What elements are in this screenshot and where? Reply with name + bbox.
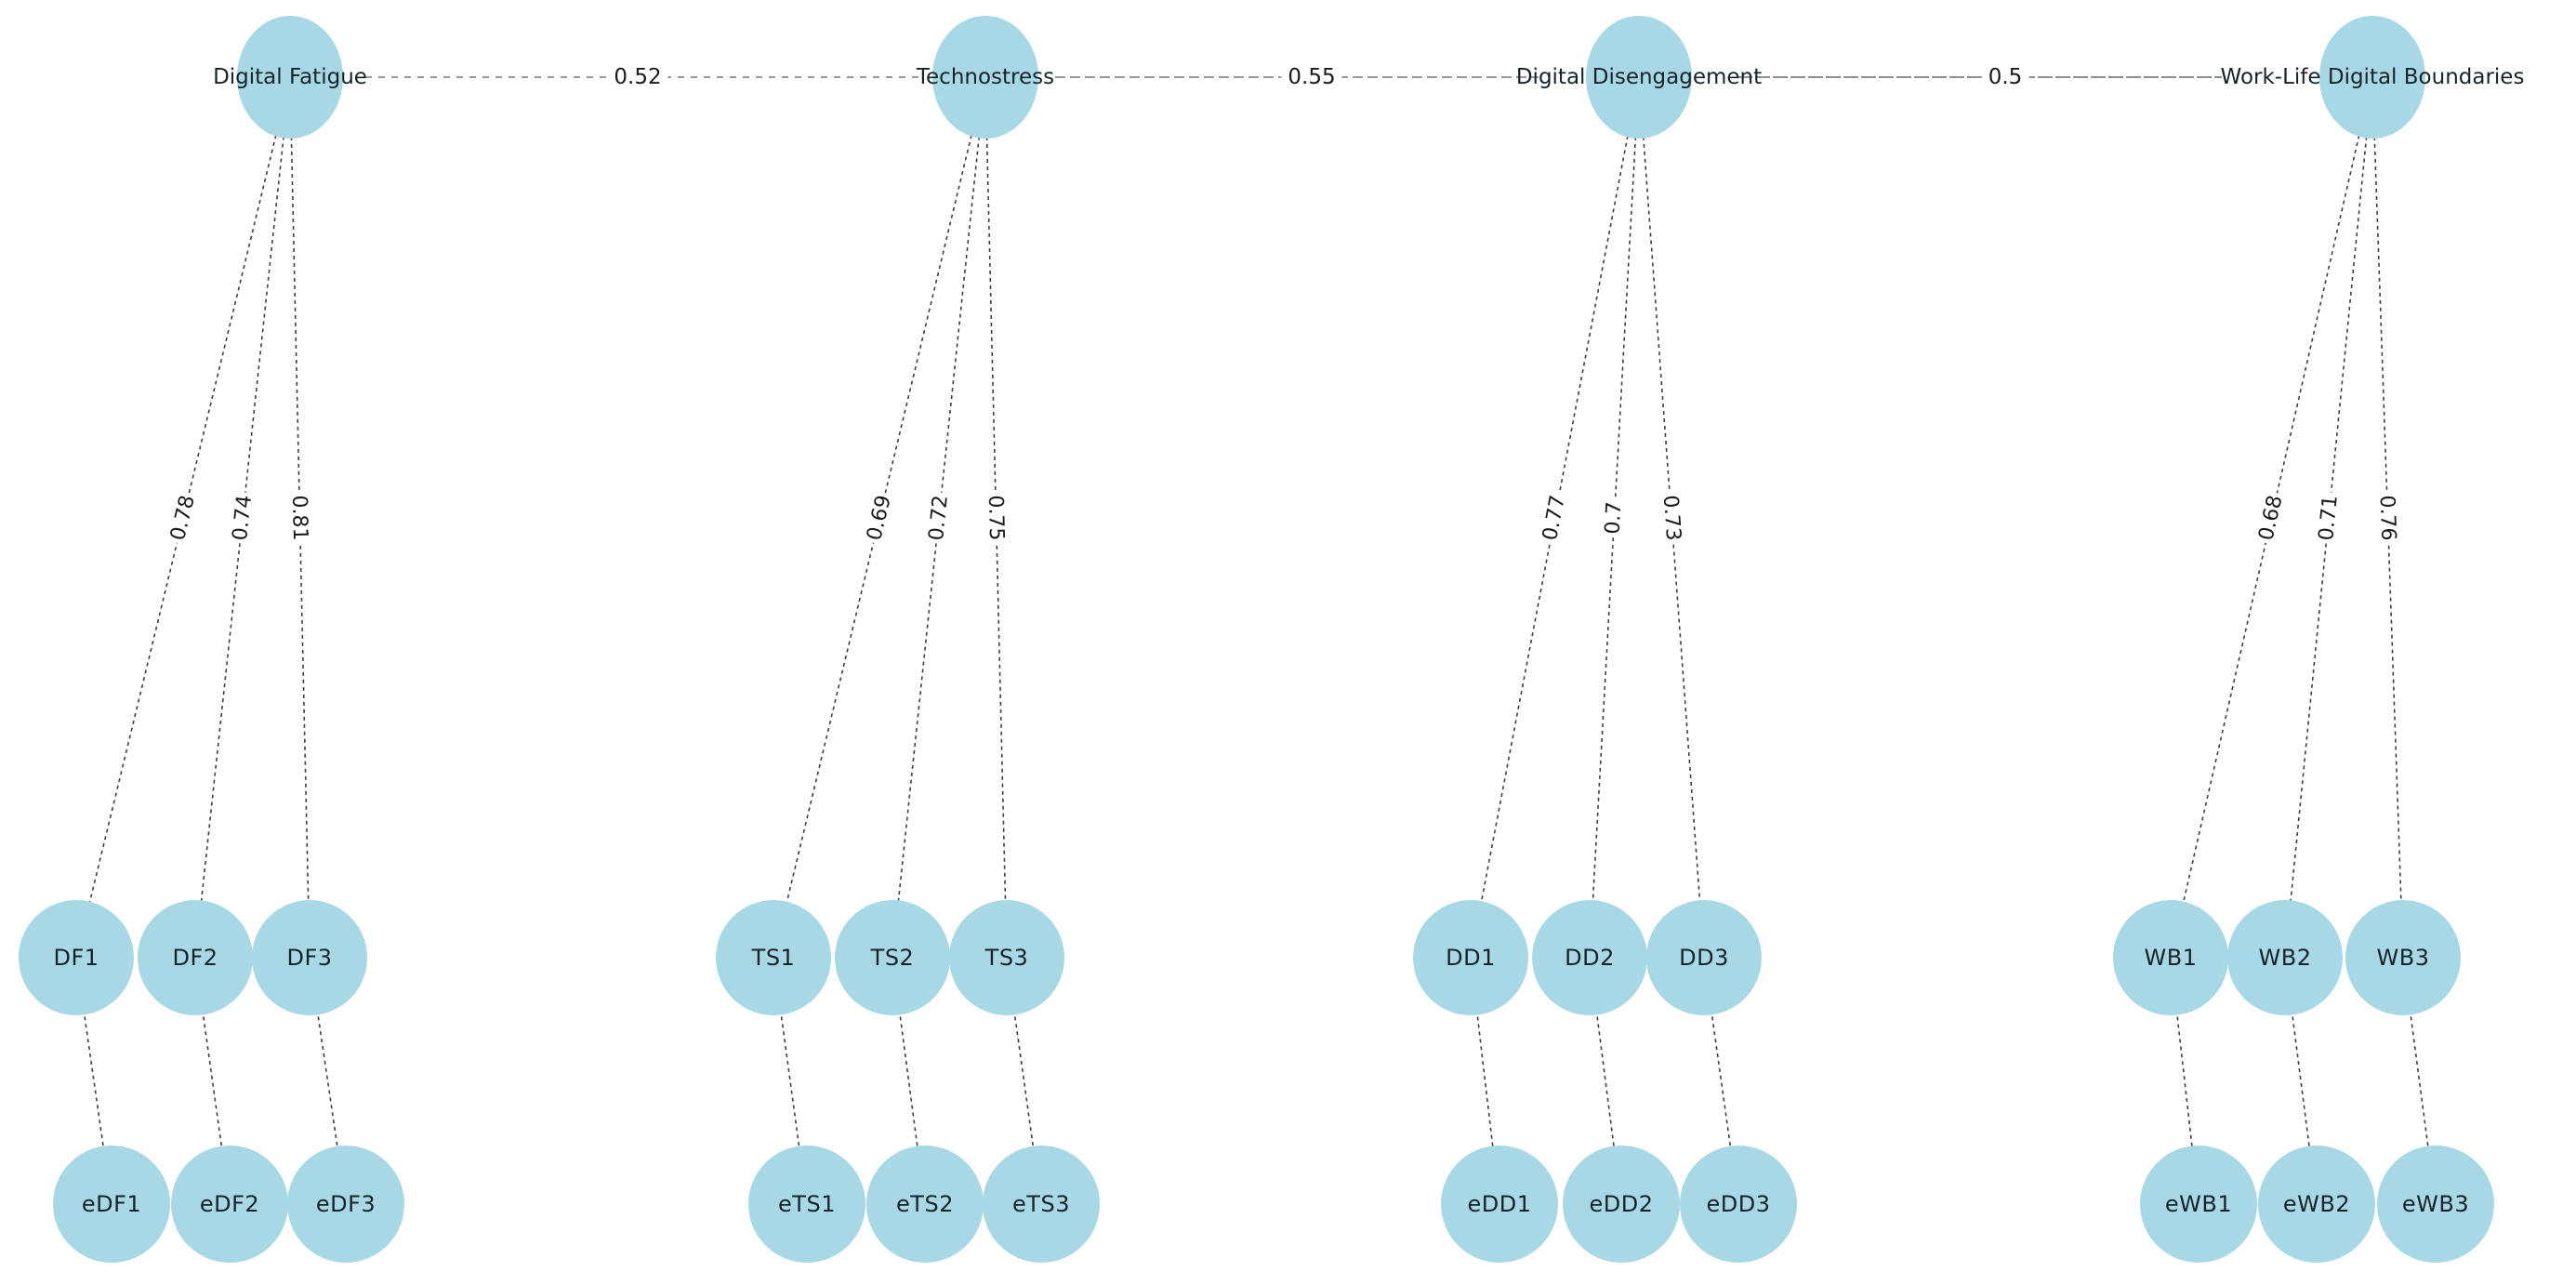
error-label-ewb2: eWB2 [2282, 1191, 2351, 1217]
indicator-node-ts2: TS2 [835, 900, 950, 1015]
error-node-ewb3: eWB3 [2377, 1146, 2494, 1263]
latent-label-digital-fatigue: Digital Fatigue [213, 65, 367, 89]
latent-node-digital-disengagement [1586, 16, 1692, 139]
loading-label-ts3: 0.75 [983, 492, 1009, 544]
loading-label-df3: 0.81 [286, 492, 312, 544]
indicator-node-dd2: DD2 [1532, 900, 1647, 1015]
latent-node-digital-fatigue [237, 16, 343, 139]
indicator-label-ts2: TS2 [870, 945, 915, 971]
indicator-node-wb1: WB1 [2113, 900, 2228, 1015]
latent-label-work-life-digital-boundaries: Work-Life Digital Boundaries [2220, 65, 2525, 89]
indicator-label-dd3: DD3 [1679, 945, 1729, 971]
error-node-edd1: eDD1 [1441, 1146, 1558, 1263]
indicator-label-df1: DF1 [53, 945, 99, 971]
error-label-ewb1: eWB1 [2164, 1191, 2233, 1217]
error-node-ewb1: eWB1 [2140, 1146, 2257, 1263]
error-node-edf2: eDF2 [171, 1146, 288, 1263]
indicator-label-wb3: WB3 [2376, 945, 2430, 971]
latent-node-technostress [932, 16, 1038, 139]
indicator-label-ts1: TS1 [751, 945, 796, 971]
indicator-node-df3: DF3 [252, 900, 367, 1015]
error-node-edf3: eDF3 [287, 1146, 404, 1263]
error-node-edf1: eDF1 [53, 1146, 170, 1263]
error-node-ewb2: eWB2 [2258, 1146, 2375, 1263]
error-label-edd1: eDD1 [1467, 1191, 1532, 1217]
latent-node-work-life-digital-boundaries [2319, 16, 2425, 139]
loading-label-dd3: 0.73 [1658, 491, 1685, 545]
indicator-label-ts3: TS3 [984, 945, 1029, 971]
indicator-label-dd2: DD2 [1565, 945, 1615, 971]
loading-edge-ts2 [892, 76, 986, 959]
loading-edge-wb1 [2170, 76, 2373, 959]
error-label-ets2: eTS2 [896, 1191, 954, 1217]
loading-label-wb3: 0.76 [2374, 492, 2400, 544]
indicator-node-dd3: DD3 [1646, 900, 1762, 1015]
error-label-edf2: eDF2 [199, 1191, 260, 1217]
indicator-node-ts1: TS1 [716, 900, 831, 1015]
indicator-node-ts3: TS3 [949, 900, 1064, 1015]
error-label-edd3: eDD3 [1706, 1191, 1771, 1217]
indicator-label-df2: DF2 [172, 945, 218, 971]
error-node-edd2: eDD2 [1563, 1146, 1680, 1263]
error-node-ets3: eTS3 [983, 1146, 1100, 1263]
error-label-ets1: eTS1 [778, 1191, 836, 1217]
loading-label-dd2: 0.7 [1601, 497, 1627, 538]
covariance-label-df-ts: 0.52 [607, 64, 668, 90]
error-node-ets2: eTS2 [866, 1146, 984, 1263]
latent-label-digital-disengagement: Digital Disengagement [1515, 65, 1763, 89]
error-node-edd3: eDD3 [1680, 1146, 1797, 1263]
error-label-ewb3: eWB3 [2401, 1191, 2470, 1217]
loading-edge-ts1 [773, 76, 986, 959]
indicator-node-df1: DF1 [19, 900, 134, 1015]
indicator-node-dd1: DD1 [1413, 900, 1528, 1015]
error-label-ets3: eTS3 [1012, 1191, 1070, 1217]
indicator-label-df3: DF3 [286, 945, 333, 971]
error-label-edf1: eDF1 [81, 1191, 142, 1217]
indicator-node-wb3: WB3 [2345, 900, 2461, 1015]
indicator-label-wb2: WB2 [2258, 945, 2312, 971]
loading-edge-df1 [75, 76, 291, 959]
error-label-edd2: eDD2 [1589, 1191, 1654, 1217]
latent-label-technostress: Technostress [916, 65, 1055, 89]
indicator-node-df2: DF2 [138, 900, 253, 1015]
error-label-edf3: eDF3 [315, 1191, 376, 1217]
loading-edge-df2 [194, 76, 291, 959]
indicator-label-wb1: WB1 [2144, 945, 2198, 971]
covariance-label-dd-wb: 0.5 [1981, 64, 2029, 90]
covariance-label-ts-dd: 0.55 [1281, 64, 1342, 90]
indicator-node-wb2: WB2 [2227, 900, 2343, 1015]
indicator-label-dd1: DD1 [1446, 945, 1496, 971]
error-node-ets1: eTS1 [748, 1146, 865, 1263]
